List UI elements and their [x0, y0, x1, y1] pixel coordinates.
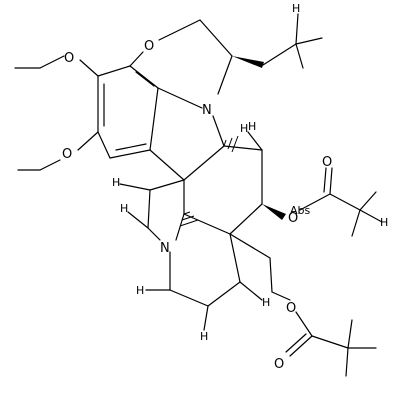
acetate-methyl-h-2	[359, 209, 383, 223]
atom-o-carbonyl-1: O	[274, 357, 284, 372]
methoxy-bond-1b	[79, 59, 99, 77]
atom-n-indole: N	[202, 103, 212, 118]
ester-methyl-h-1	[347, 319, 353, 349]
label-abs: Abs	[290, 204, 311, 217]
pyrrolidine-bond-3	[147, 227, 161, 241]
indole-bond-2	[183, 145, 225, 181]
ester-carbonyl-bond	[289, 335, 313, 357]
aromatic-bond-3	[149, 87, 159, 151]
label-h-upper-center: H	[248, 120, 256, 133]
acetate-bond-1	[299, 193, 331, 211]
ethyl-wedge	[232, 56, 264, 68]
ring-bond-o-5	[157, 87, 203, 109]
label-h-ring-junction: H	[240, 122, 248, 135]
acetate-carbonyl-double	[323, 167, 327, 193]
indole-bond-1	[212, 115, 225, 147]
hash-bond-junction	[223, 135, 239, 153]
methoxy-bond-2b	[77, 131, 99, 151]
aromatic-double-3	[135, 71, 155, 87]
label-h-mid-center: H	[112, 176, 120, 189]
label-h-ester-side: H	[380, 216, 388, 229]
label-h-lower-left: H	[136, 284, 144, 297]
side-chain-bond-2	[269, 257, 273, 293]
h-bond-bottom-3	[203, 305, 209, 331]
atom-o-methoxy-1: O	[64, 51, 74, 66]
methoxy-bond-2a	[39, 159, 61, 171]
atom-o-ester-2: O	[288, 211, 298, 226]
acetate-methyl-h-3	[351, 209, 361, 237]
indole-bond-3	[149, 149, 185, 181]
h-bond-bottom-1	[127, 211, 149, 229]
pyrrolidine-bond-2	[147, 189, 151, 229]
ethyl-h-bond-2	[295, 37, 323, 45]
ester-methyl-bond	[311, 335, 349, 349]
ring-bond-o-3	[199, 19, 233, 57]
aromatic-bond-1	[97, 65, 131, 77]
acetate-wedge	[262, 204, 286, 220]
atom-n-amine: N	[160, 241, 170, 256]
center-bond-3	[229, 203, 263, 235]
side-chain-bond-1	[229, 233, 271, 259]
hash-bond-center	[179, 211, 199, 227]
acetate-methyl-bond	[329, 193, 361, 211]
center-bond-4	[183, 213, 231, 235]
aromatic-bond-4	[109, 149, 151, 159]
ring-bond-o-1	[129, 51, 144, 67]
h-bond-bottom-4	[239, 281, 263, 301]
pyrrolidine-bond-4	[175, 213, 185, 241]
h-bond-side	[247, 131, 263, 151]
piperidine-bond-2	[169, 289, 209, 307]
label-h-lower-center: H	[120, 202, 128, 215]
atom-o-ester-1: O	[286, 301, 296, 316]
acetate-methyl-h-1	[359, 191, 377, 211]
label-h-ethyl: H	[292, 2, 300, 15]
aromatic-double-2	[115, 143, 147, 151]
piperidine-bond-4	[229, 233, 241, 283]
center-bond-1	[223, 145, 263, 151]
aromatic-bond-2	[129, 65, 159, 89]
side-chain-bond-3	[271, 291, 291, 301]
pyrrolidine-bond-1	[149, 179, 185, 191]
atom-o-ring: O	[144, 39, 154, 54]
atom-o-carbonyl-2: O	[322, 155, 332, 170]
ethyl-bond	[262, 43, 297, 66]
piperidine-bond-3	[207, 281, 241, 307]
ester-methyl-h-3	[345, 347, 349, 377]
ethyl-h-bond-1	[295, 13, 299, 45]
methoxy-bond-1a	[39, 55, 65, 69]
ethyl-h-bond-3	[295, 43, 304, 69]
aromatic-bond-5	[97, 131, 111, 159]
label-h-bottom: H	[262, 296, 270, 309]
ring-bond-o-2	[158, 19, 201, 41]
ester-carbonyl-double	[285, 333, 307, 353]
ring-bond-o-4	[217, 55, 233, 95]
atom-o-methoxy-2: O	[62, 147, 72, 162]
acetate-carbonyl-bond	[329, 167, 333, 195]
h-bond-left	[119, 183, 151, 191]
ester-bond-1	[295, 311, 313, 337]
label-h-side: H	[200, 330, 208, 343]
